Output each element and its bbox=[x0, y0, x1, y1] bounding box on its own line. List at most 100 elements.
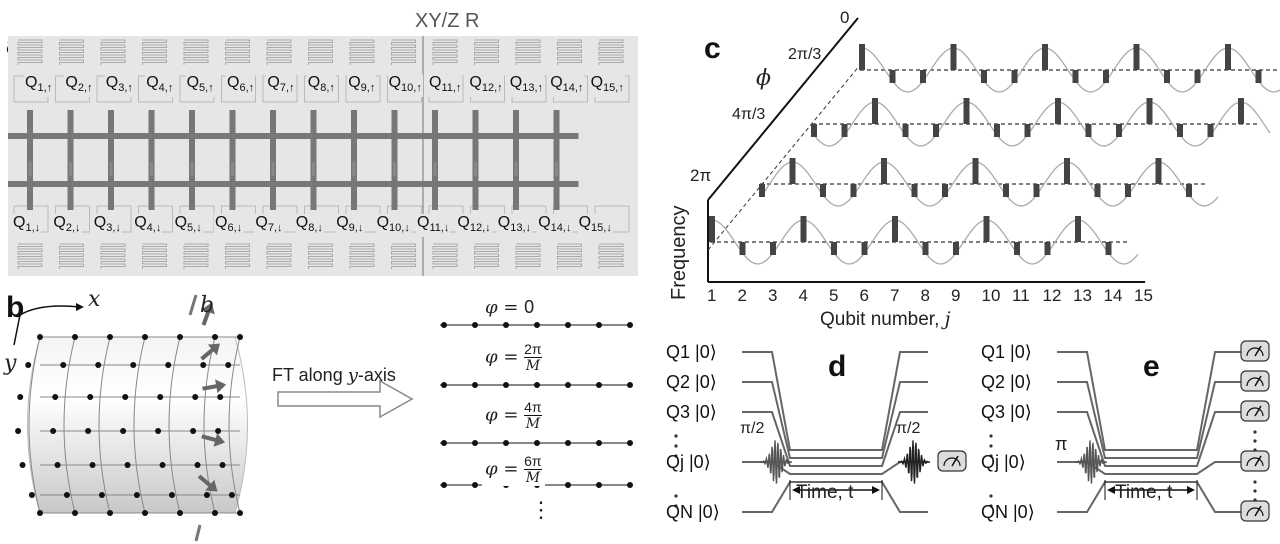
meter-arc bbox=[943, 457, 961, 467]
frequency-bar bbox=[950, 44, 957, 70]
phi-tick-2pi3: 2π/3 bbox=[788, 46, 822, 63]
lattice-site bbox=[133, 492, 140, 498]
time-arrowhead-left bbox=[792, 486, 800, 494]
resonator-bottom bbox=[474, 243, 499, 269]
frequency-bar bbox=[841, 124, 848, 137]
qubit-trajectory bbox=[1057, 351, 1243, 451]
row-ellipsis-dot bbox=[989, 454, 993, 458]
frequency-bar bbox=[739, 242, 746, 255]
panel-c-label: c bbox=[704, 32, 721, 65]
qubit-up-label: Q12,↑ bbox=[468, 74, 504, 98]
resonator-top bbox=[142, 39, 167, 65]
frequency-bar bbox=[770, 242, 776, 255]
resonator-top bbox=[225, 39, 250, 65]
qubit-number-tick: 5 bbox=[829, 286, 839, 305]
qubit-down-label: Q1,↓ bbox=[12, 214, 42, 238]
frequency-bar bbox=[820, 184, 826, 197]
xmon-qubit bbox=[413, 181, 457, 187]
frequency-bar bbox=[953, 242, 959, 255]
vertical-coupler bbox=[231, 162, 234, 176]
xmon-qubit bbox=[453, 133, 498, 139]
frequency-bar bbox=[933, 124, 939, 137]
e-pulse-label: π bbox=[1055, 434, 1068, 454]
frequency-bar bbox=[963, 98, 970, 124]
resonator-bottom bbox=[308, 243, 333, 269]
lattice-column bbox=[168, 336, 181, 514]
vertical-coupler bbox=[271, 162, 275, 176]
chip-drawing bbox=[8, 36, 630, 276]
e-row-q3: Q3 |0⟩ bbox=[981, 402, 1032, 422]
field-arrow bbox=[200, 343, 221, 361]
frequency-bar bbox=[861, 242, 868, 255]
lattice-site bbox=[37, 334, 43, 340]
xmon-qubit bbox=[494, 181, 538, 187]
vertical-coupler bbox=[312, 162, 315, 176]
frequency-bar bbox=[1094, 184, 1101, 197]
qubit-up-label: Q8,↑ bbox=[306, 74, 336, 98]
frequency-bar bbox=[1146, 98, 1153, 124]
frequency-bar bbox=[1072, 70, 1079, 83]
phi-row-site bbox=[627, 482, 633, 488]
qubit-number-tick: 13 bbox=[1073, 286, 1092, 305]
time-arrowhead-right bbox=[872, 486, 880, 494]
qubit-up-label: Q5,↑ bbox=[185, 74, 215, 98]
d-row-qn: QN |0⟩ bbox=[666, 502, 720, 522]
field-arrow-tail bbox=[194, 524, 202, 542]
qubit-number-tick: 7 bbox=[890, 286, 900, 305]
xmon-qubit bbox=[291, 133, 336, 139]
vertical-coupler bbox=[555, 162, 558, 176]
lattice-site bbox=[142, 334, 148, 340]
frequency-bar bbox=[1164, 70, 1170, 83]
frequency-bar bbox=[1155, 158, 1162, 184]
frequency-bar bbox=[920, 70, 926, 83]
lattice-site bbox=[228, 492, 235, 498]
lattice-site bbox=[54, 462, 61, 468]
vertical-coupler bbox=[393, 162, 396, 176]
lattice-column bbox=[98, 336, 111, 514]
frequency-bar bbox=[922, 242, 929, 255]
x-axis-arrowhead bbox=[76, 303, 84, 311]
frequency-axis-label: Frequency bbox=[668, 205, 690, 301]
lattice-site bbox=[98, 492, 105, 498]
qubit-number-tick: 12 bbox=[1042, 286, 1062, 305]
qubit-number-tick: 10 bbox=[981, 286, 1001, 305]
lattice-site bbox=[120, 428, 127, 434]
lattice-site bbox=[190, 428, 197, 434]
frequency-bar bbox=[1003, 184, 1009, 197]
phi-row-site bbox=[534, 382, 540, 388]
resonator-bottom bbox=[183, 243, 209, 269]
resonator-bottom bbox=[266, 243, 292, 269]
vertical-coupler bbox=[514, 162, 518, 176]
pulse-sequence-e bbox=[989, 340, 1270, 522]
frequency-bar bbox=[1186, 184, 1192, 197]
panel-c: c Frequency Qubit number, j ϕ 0 2π/3 4π/… bbox=[660, 0, 1280, 340]
qubit-up-label: Q7,↑ bbox=[266, 74, 296, 98]
lattice-site bbox=[95, 362, 102, 368]
resonator-top bbox=[349, 39, 375, 65]
resonator-bottom bbox=[598, 243, 624, 269]
resonator-bottom bbox=[100, 243, 126, 269]
xmon-qubit bbox=[129, 181, 174, 187]
qubit-down-label: Q3,↓ bbox=[92, 214, 122, 238]
xmon-qubit bbox=[210, 133, 255, 139]
d-pulse-right-label: π/2 bbox=[896, 420, 921, 437]
xmon-qubit bbox=[372, 181, 417, 187]
field-arrow bbox=[202, 379, 227, 394]
lattice-column bbox=[133, 336, 146, 514]
lattice-site bbox=[60, 362, 67, 368]
meter-needle bbox=[1254, 505, 1262, 517]
lattice-site bbox=[87, 394, 94, 400]
lattice-site bbox=[225, 362, 232, 368]
vertical-coupler bbox=[474, 162, 477, 176]
qubit-up-label: Q1,↑ bbox=[24, 74, 54, 98]
e-row-q2: Q2 |0⟩ bbox=[981, 372, 1032, 392]
meter-needle bbox=[1254, 345, 1262, 357]
xmon-qubit bbox=[170, 181, 214, 187]
y-axis-arrow bbox=[13, 314, 21, 346]
phi-tick-4pi3: 4π/3 bbox=[732, 106, 766, 123]
phi-row-site bbox=[565, 482, 571, 488]
frequency-bar bbox=[759, 184, 765, 197]
